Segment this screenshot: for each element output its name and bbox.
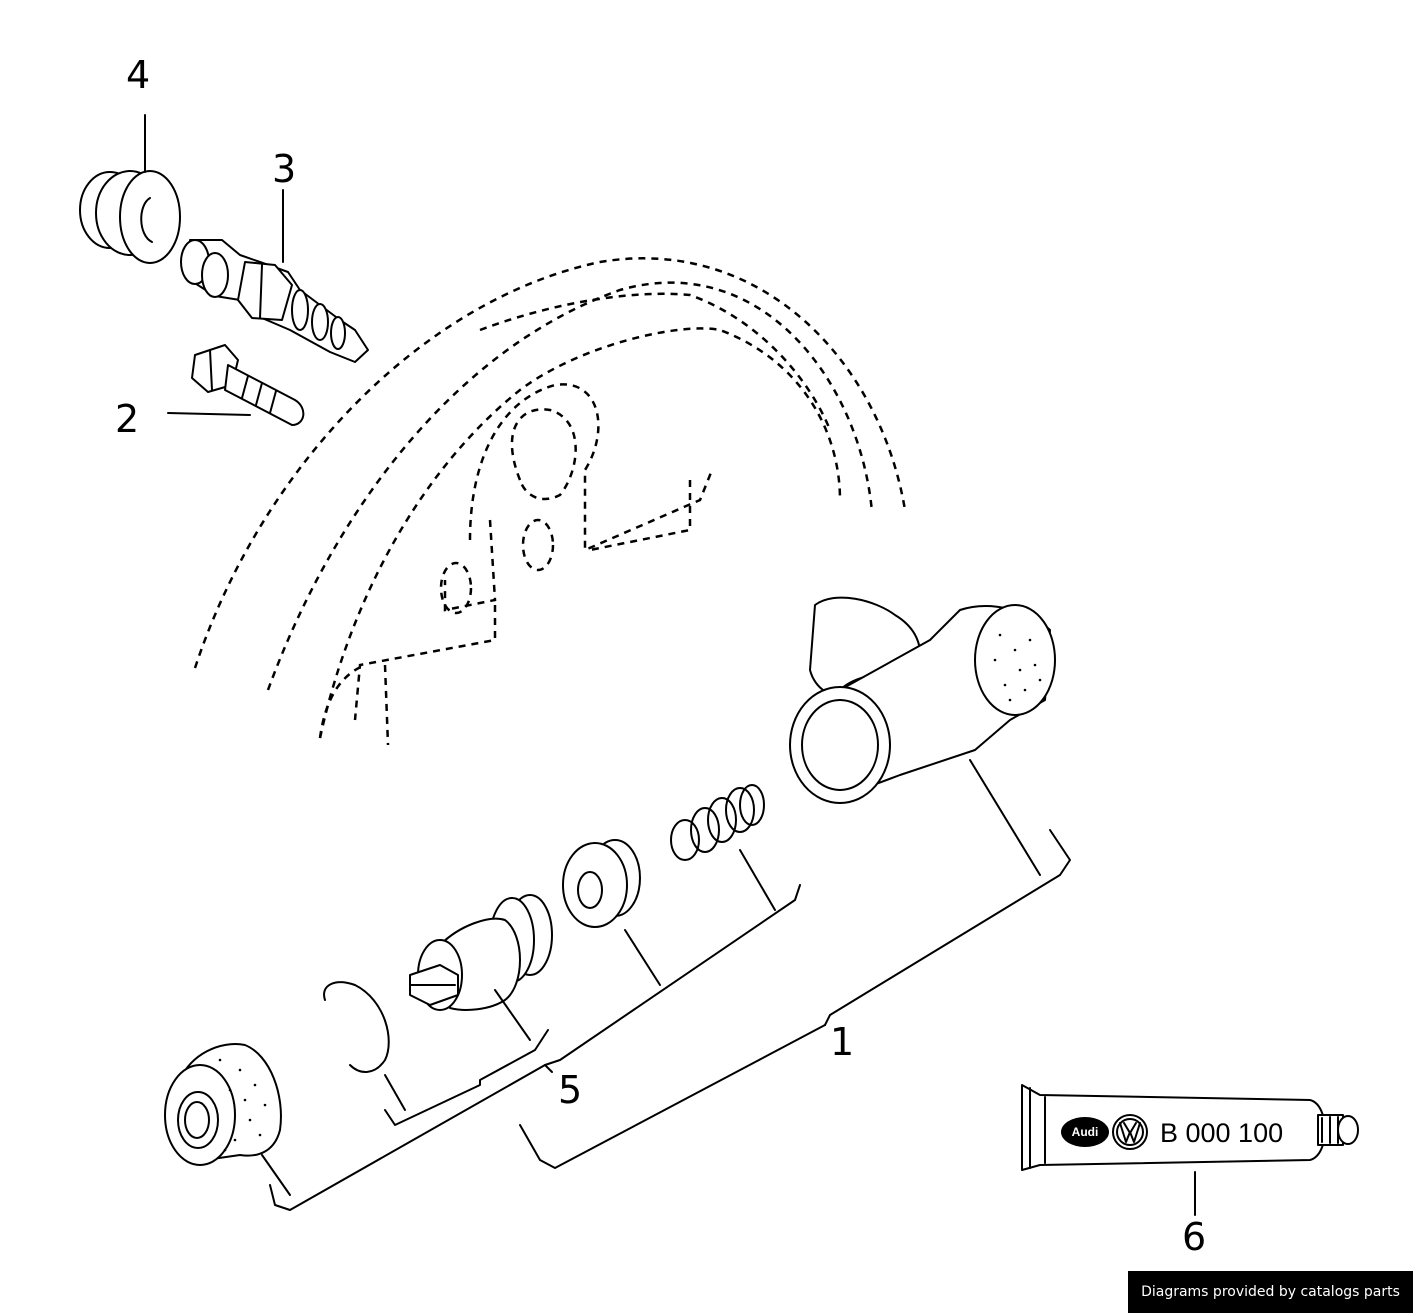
diagram-credit-footer: Diagrams provided by catalogs parts <box>1128 1271 1413 1313</box>
spring <box>670 784 776 911</box>
part-3-bleeder-valve <box>180 189 369 363</box>
callout-6: 6 <box>1182 1215 1206 1259</box>
cup-seal <box>562 839 661 986</box>
callout-3: 3 <box>272 147 296 191</box>
dust-boot <box>164 1043 291 1196</box>
backing-plate-outline <box>193 257 907 746</box>
tube-part-number: B 000 100 <box>1160 1118 1283 1148</box>
callout-4: 4 <box>126 53 150 97</box>
bracket-group-1 <box>519 829 1071 1169</box>
part-4-dust-cap <box>79 114 181 264</box>
audi-logo-oval <box>1061 1117 1109 1147</box>
callout-1: 1 <box>830 1020 854 1064</box>
piston <box>409 894 553 1041</box>
audi-logo-text: Audi <box>1072 1125 1099 1139</box>
bracket-group-5 <box>269 884 801 1211</box>
wheel-cylinder-housing <box>789 596 1056 876</box>
vw-logo-icon <box>1112 1114 1148 1150</box>
callout-2: 2 <box>115 397 139 441</box>
boot-texture-dots <box>218 1058 267 1152</box>
callout-labels: 4 3 2 1 5 6 <box>115 53 1206 1259</box>
callout-5: 5 <box>558 1068 582 1112</box>
part-6-grease-tube: Audi B 000 100 <box>1021 1084 1359 1216</box>
housing-texture-dots <box>993 633 1042 702</box>
part-2-bolt <box>167 344 305 426</box>
circlip <box>323 981 406 1111</box>
